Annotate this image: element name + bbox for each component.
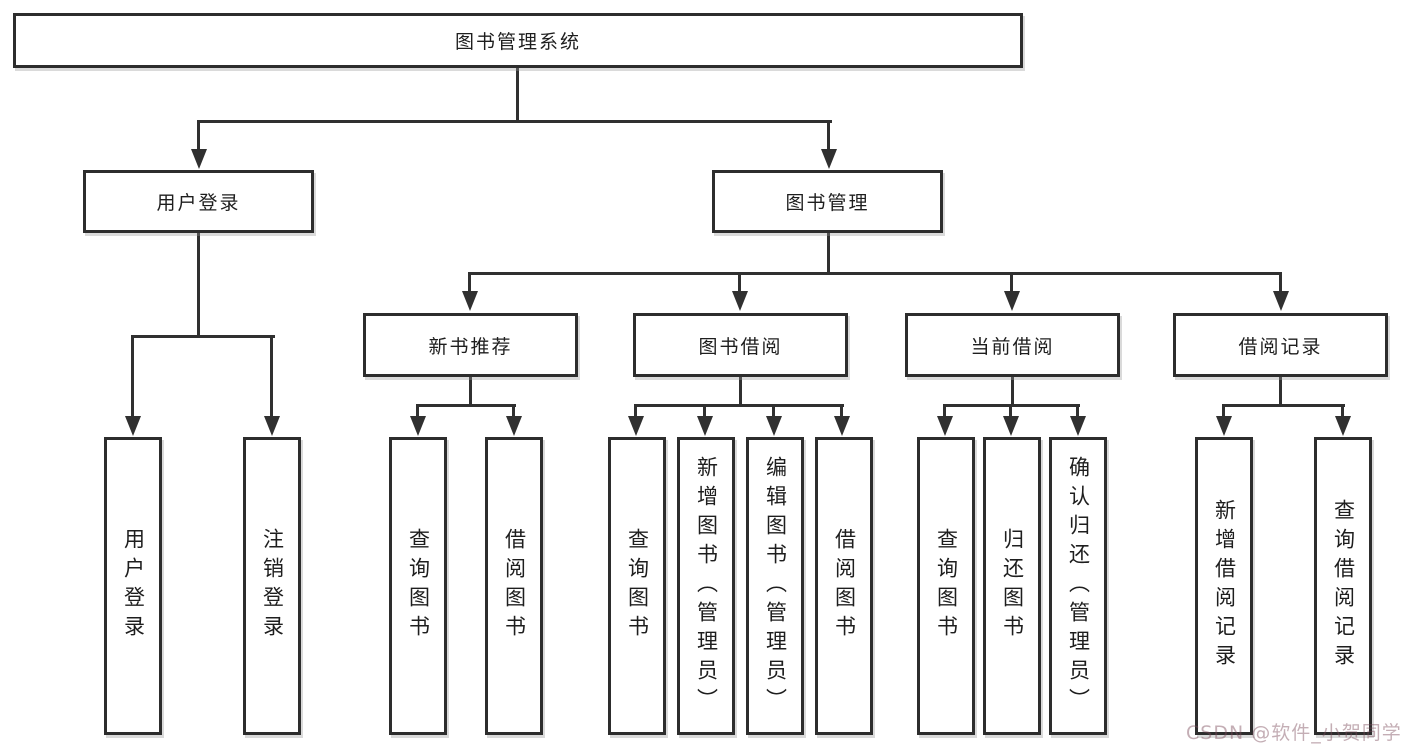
connector [1010,272,1013,293]
connector [1009,404,1012,418]
arrow-down-icon [1273,291,1289,311]
csdn-watermark: CSDN @软件_小贺同学 [1186,722,1402,744]
arrow-down-icon [628,416,644,436]
connector [1279,375,1282,406]
arrow-down-icon [937,416,953,436]
connector [827,232,830,274]
connector [468,272,471,293]
connector [827,120,830,152]
connector [416,404,516,407]
connector [703,404,706,418]
connector [469,375,472,406]
leaf-query-books-borrowing: 查询图书 [608,437,666,735]
arrow-down-icon [834,416,850,436]
arrow-down-icon [821,149,837,169]
arrow-down-icon [697,416,713,436]
arrow-down-icon [410,416,426,436]
arrow-down-icon [1216,416,1232,436]
connector [131,335,134,418]
connector [197,120,200,152]
connector [738,272,741,293]
connector [131,335,275,338]
arrow-down-icon [506,416,522,436]
arrow-down-icon [191,149,207,169]
connector [197,232,200,337]
node-book-borrowing: 图书借阅 [633,313,848,377]
arrow-down-icon [766,416,782,436]
leaf-query-borrowing-record: 查询借阅记录 [1314,437,1372,735]
leaf-add-book-admin: 新增图书（管理员） [677,437,735,735]
connector [1341,404,1344,418]
connector [739,375,742,406]
connector [1222,404,1225,418]
node-new-book-recommendation: 新书推荐 [363,313,578,377]
connector [1076,404,1079,418]
connector [270,335,273,418]
leaf-user-login: 用户登录 [104,437,162,735]
leaf-confirm-return-admin: 确认归还（管理员） [1049,437,1107,735]
leaf-query-books-current: 查询图书 [917,437,975,735]
connector [468,272,1282,275]
leaf-borrow-books: 借阅图书 [815,437,873,735]
connector [1011,375,1014,406]
leaf-return-books: 归还图书 [983,437,1041,735]
leaf-query-books-recommend: 查询图书 [389,437,447,735]
connector [634,404,844,407]
connector [1222,404,1345,407]
arrow-down-icon [264,416,280,436]
arrow-down-icon [1004,291,1020,311]
connector [943,404,946,418]
arrow-down-icon [1003,416,1019,436]
arrow-down-icon [1070,416,1086,436]
connector [198,120,832,123]
connector [840,404,843,418]
arrow-down-icon [732,291,748,311]
leaf-edit-book-admin: 编辑图书（管理员） [746,437,804,735]
leaf-borrow-books-recommend: 借阅图书 [485,437,543,735]
node-library-management-system: 图书管理系统 [13,13,1023,68]
leaf-logout: 注销登录 [243,437,301,735]
connector [1279,272,1282,293]
leaf-add-borrowing-record: 新增借阅记录 [1195,437,1253,735]
node-current-borrowing: 当前借阅 [905,313,1120,377]
connector [772,404,775,418]
node-borrowing-records: 借阅记录 [1173,313,1388,377]
connector [416,404,419,418]
connector [634,404,637,418]
arrow-down-icon [125,416,141,436]
arrow-down-icon [1335,416,1351,436]
node-book-management: 图书管理 [712,170,943,233]
connector [516,68,519,122]
arrow-down-icon [462,291,478,311]
connector [512,404,515,418]
node-user-login: 用户登录 [83,170,314,233]
